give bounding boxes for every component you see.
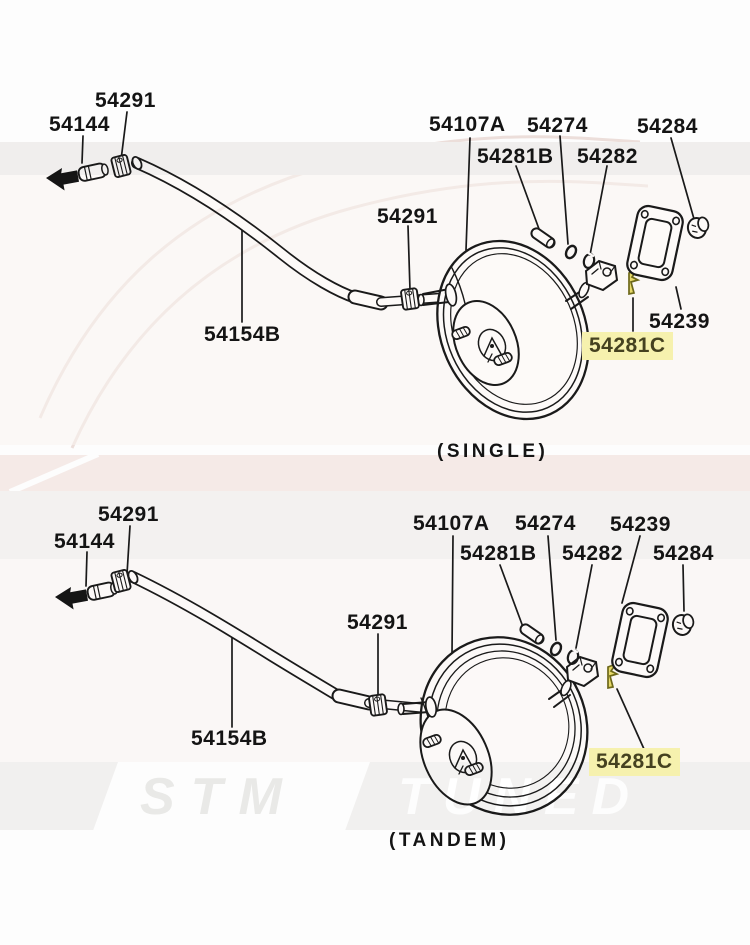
tandem-label-54282: 54282 [562,542,623,565]
tandem-label-54291-booster: 54291 [347,611,408,634]
single-label-54239: 54239 [649,310,710,333]
single-label-54282: 54282 [577,145,638,168]
single-label-54291-hose: 54291 [95,89,156,112]
tandem-label-54239: 54239 [610,513,671,536]
tandem-label-54144: 54144 [54,530,115,553]
tandem-label-54291-hose: 54291 [98,503,159,526]
single-label-54154B: 54154B [204,323,281,346]
tandem-label-54154B: 54154B [191,727,268,750]
tandem-caption: (TANDEM) [389,830,510,851]
single-caption: (SINGLE) [437,441,549,462]
single-label-54281B: 54281B [477,145,554,168]
single-label-54144: 54144 [49,113,110,136]
single-label-54284: 54284 [637,115,698,138]
single-label-54281C-highlighted: 54281C [582,332,673,360]
single-label-54291-booster: 54291 [377,205,438,228]
tandem-label-54274: 54274 [515,512,576,535]
single-label-54107A: 54107A [429,113,506,136]
tandem-label-54281B: 54281B [460,542,537,565]
single-label-54274: 54274 [527,114,588,137]
tandem-label-54107A: 54107A [413,512,490,535]
tandem-label-54281C-highlighted: 54281C [589,748,680,776]
tandem-label-54284: 54284 [653,542,714,565]
